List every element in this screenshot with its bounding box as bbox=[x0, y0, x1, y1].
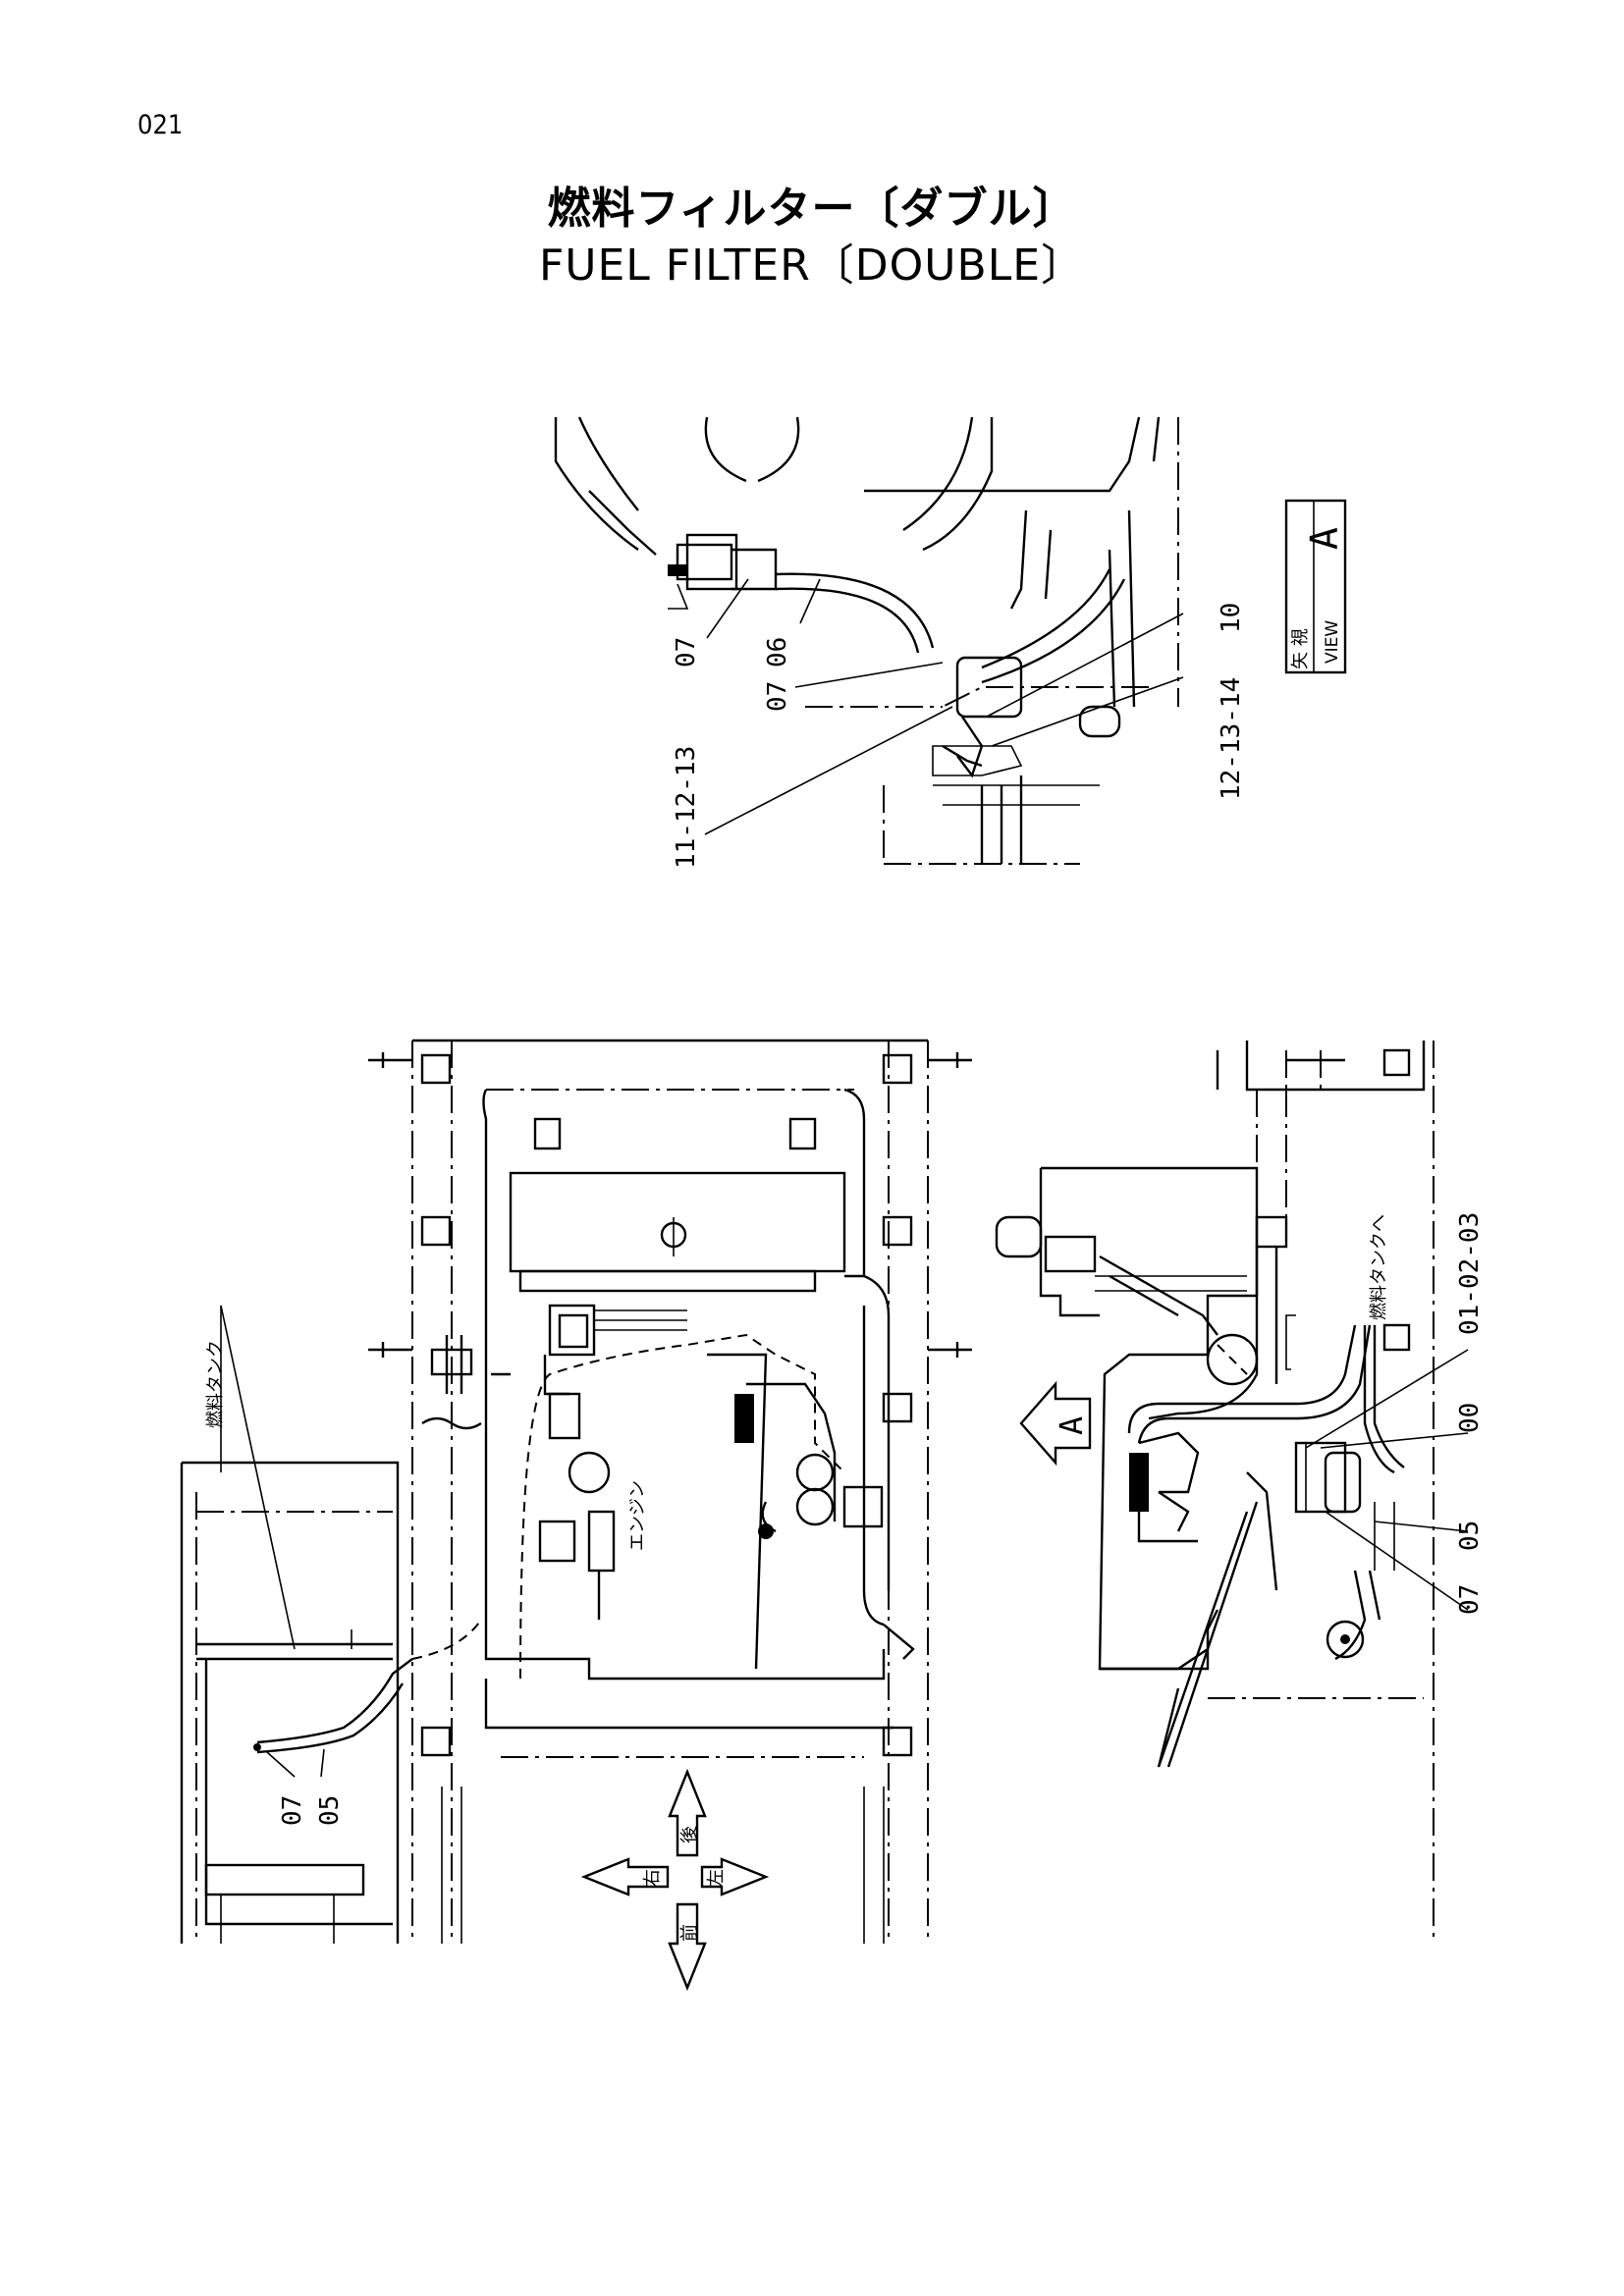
label-side-07: 07 bbox=[1455, 1584, 1485, 1615]
page-number: 021 bbox=[137, 110, 184, 140]
page-title-japanese: 燃料フィルター〔ダブル〕 bbox=[547, 184, 1077, 234]
label-fuel-tank: 燃料タンク bbox=[205, 1340, 226, 1428]
direction-rear: 後 bbox=[679, 1826, 700, 1843]
direction-front: 前 bbox=[679, 1924, 700, 1942]
label-view-a-07-upper: 07 bbox=[672, 637, 701, 667]
label-view-a-11-12-13: 11-12-13 bbox=[672, 746, 701, 869]
label-view-a-12-13-14: 12-13-14 bbox=[1217, 677, 1246, 800]
label-arrow-a: A bbox=[1053, 1416, 1090, 1435]
view-box-japanese: 矢 視 bbox=[1290, 628, 1311, 669]
view-box-view-label: VIEW bbox=[1323, 620, 1342, 664]
label-plan-05: 05 bbox=[315, 1795, 345, 1826]
side-view bbox=[995, 1041, 1469, 1944]
view-a-box: 矢 視 VIEW A bbox=[1284, 499, 1347, 674]
label-view-a-07-lower: 07 bbox=[763, 681, 792, 712]
plan-view bbox=[180, 1039, 972, 1944]
label-to-fuel-tank: 燃料タンクへ bbox=[1369, 1214, 1389, 1320]
view-box-letter: A bbox=[1303, 527, 1346, 550]
direction-left: 左 bbox=[706, 1869, 727, 1887]
label-engine: エンジン bbox=[627, 1480, 648, 1551]
label-side-05: 05 bbox=[1455, 1521, 1485, 1551]
label-view-a-10: 10 bbox=[1217, 603, 1246, 633]
label-plan-07: 07 bbox=[278, 1795, 307, 1826]
label-view-a-06: 06 bbox=[763, 637, 792, 667]
direction-indicator: 後 前 右 左 bbox=[580, 1768, 770, 1992]
label-side-00: 00 bbox=[1455, 1403, 1485, 1433]
label-side-01-02-03: 01-02-03 bbox=[1455, 1212, 1485, 1335]
page-title-english: FUEL FILTER〔DOUBLE〕 bbox=[538, 240, 1086, 291]
direction-right: 右 bbox=[642, 1869, 663, 1887]
view-a-detail bbox=[554, 416, 1184, 865]
